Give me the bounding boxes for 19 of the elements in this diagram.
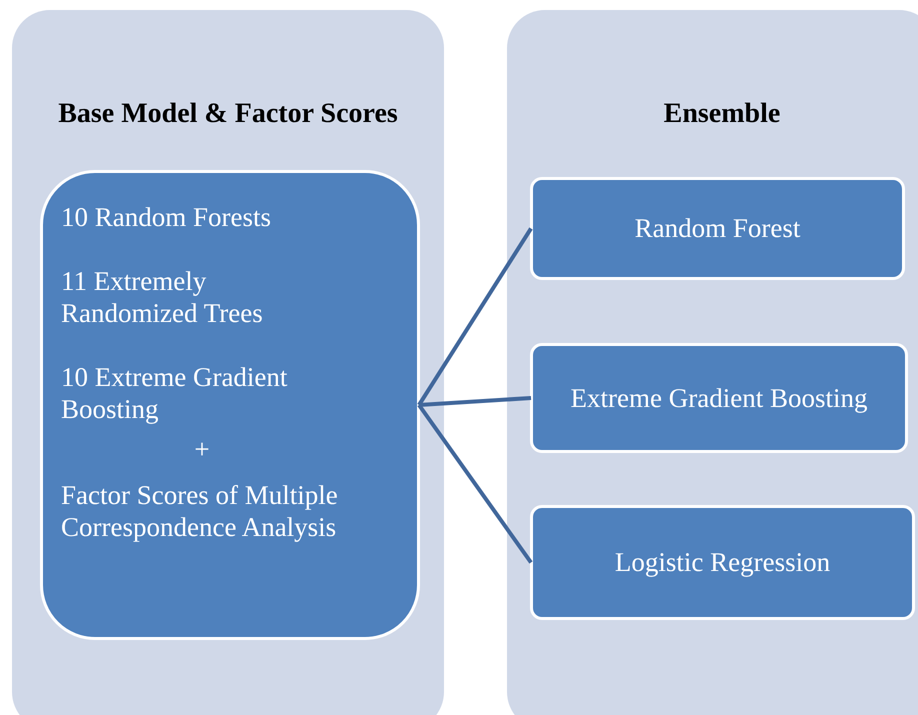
connector-line <box>417 404 533 564</box>
model-list-item: 11 Extremely Randomized Trees <box>61 265 264 329</box>
model-box <box>530 177 905 280</box>
model-list-item: 10 Random Forests <box>61 201 272 233</box>
model-list-item: + <box>193 433 211 465</box>
model-label: Extreme Gradient Boosting <box>570 382 868 414</box>
model-list-item: 10 Extreme Gradient Boosting <box>61 361 288 425</box>
model-label: Random Forest <box>634 213 800 244</box>
panel-title: Base Model & Factor Scores <box>57 98 399 130</box>
group-panel <box>12 10 444 715</box>
connector-line <box>417 227 533 406</box>
group-panel <box>507 10 918 715</box>
model-box <box>530 505 915 620</box>
model-box <box>530 343 908 453</box>
model-list-item: Factor Scores of Multiple Correspondence Analysis <box>61 479 339 543</box>
panel-title: Ensemble <box>662 98 782 130</box>
model-label: Logistic Regression <box>614 547 830 578</box>
model-list-box <box>40 170 420 640</box>
connector-line <box>418 396 532 407</box>
